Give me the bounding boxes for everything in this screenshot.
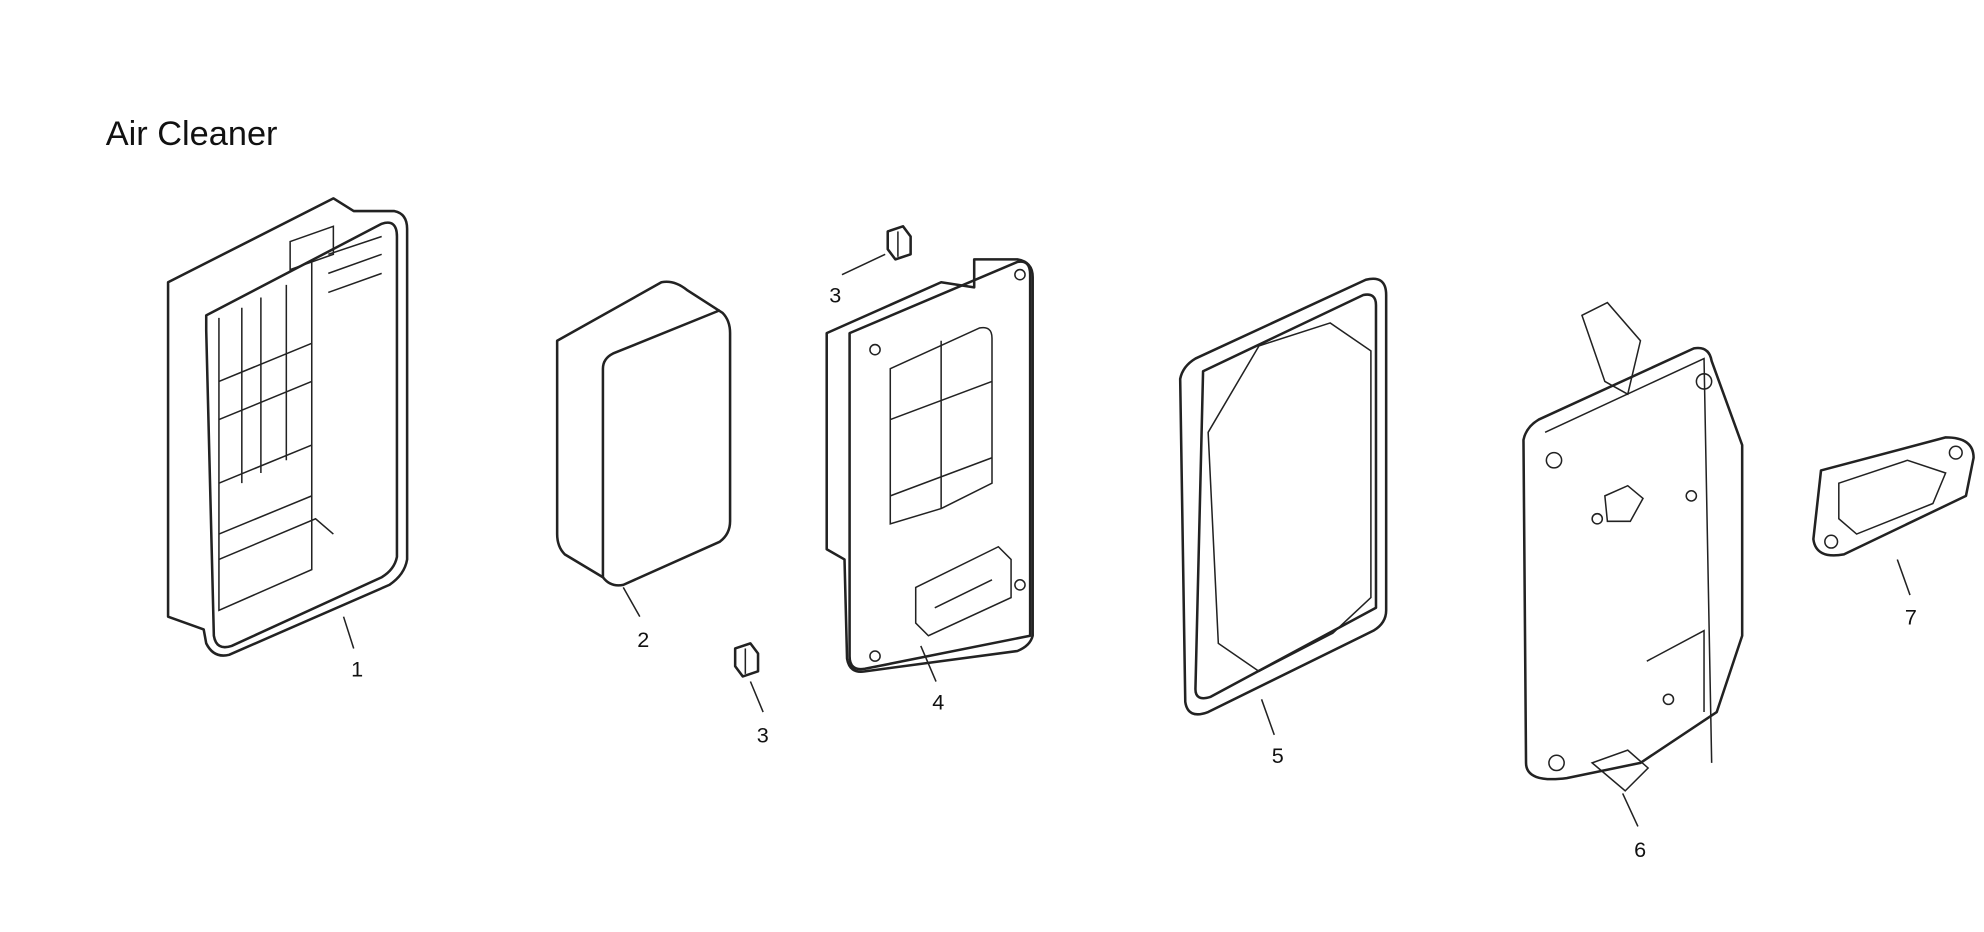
- part-6-back-plate: [1522, 301, 1744, 792]
- part-label-4: 4: [932, 689, 944, 714]
- part-7-small-gasket: [1812, 436, 1975, 557]
- callout-3-upper: 3: [829, 253, 886, 308]
- part-2-filter-element: [555, 280, 732, 587]
- part-label-7: 7: [1905, 604, 1917, 629]
- part-label-5: 5: [1272, 743, 1284, 768]
- part-label-3-upper: 3: [829, 283, 841, 308]
- part-label-3-lower: 3: [757, 723, 769, 748]
- callout-5: 5: [1260, 699, 1284, 768]
- callout-1: 1: [342, 616, 363, 681]
- callout-4: 4: [920, 645, 944, 714]
- part-label-2: 2: [637, 627, 649, 652]
- diagram-title: Air Cleaner: [106, 115, 278, 153]
- callout-2: 2: [622, 587, 649, 652]
- callout-3-lower: 3: [749, 681, 769, 748]
- callout-6: 6: [1621, 793, 1646, 862]
- callout-7: 7: [1896, 559, 1917, 629]
- part-label-6: 6: [1634, 837, 1646, 862]
- part-5-gasket: [1178, 277, 1388, 716]
- part-3-nut-upper: [886, 225, 912, 261]
- part-1-cover: [166, 197, 409, 657]
- part-label-1: 1: [351, 656, 363, 681]
- part-4-base-plate: [825, 258, 1034, 673]
- part-3-nut-lower: [733, 642, 760, 678]
